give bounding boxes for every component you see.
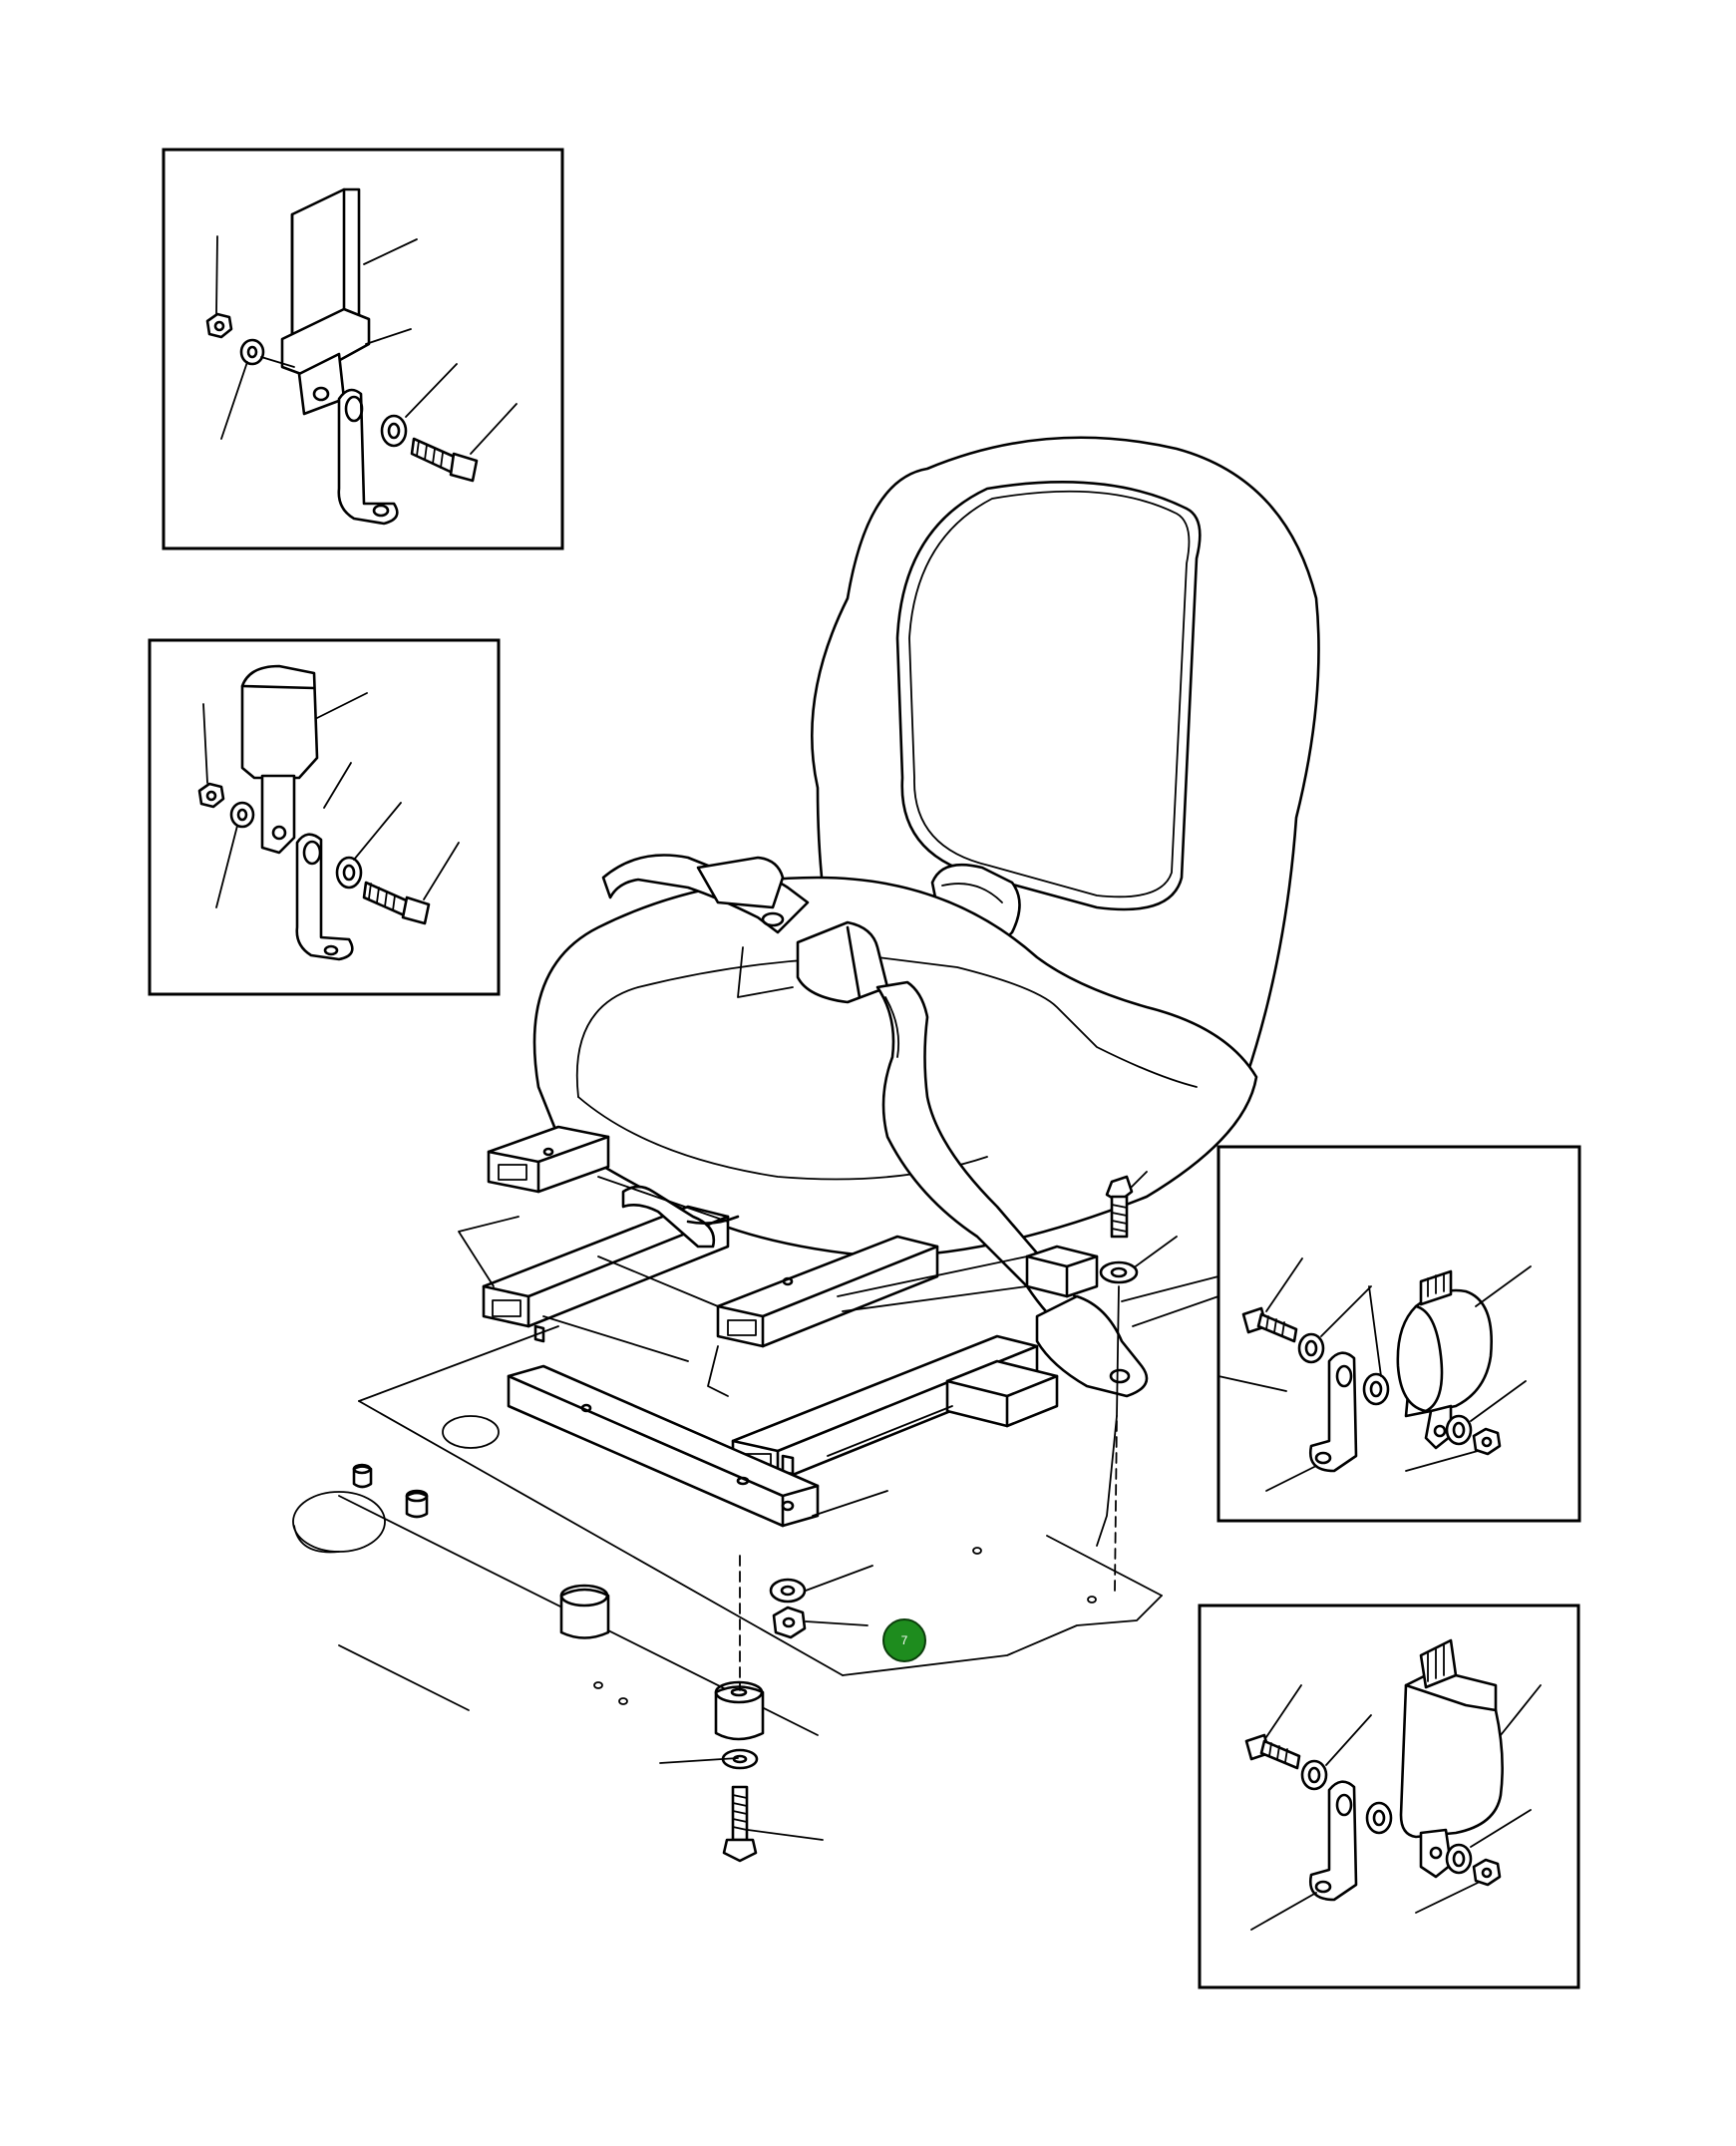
base-plate bbox=[358, 1325, 1163, 1676]
inset-retractor-bottom bbox=[1198, 1604, 1580, 1989]
seat-assembly bbox=[532, 436, 1320, 1398]
inset-belt-tongue-top bbox=[162, 148, 564, 550]
right-mount-bolt bbox=[1099, 1175, 1139, 1417]
inset-buckle-left bbox=[148, 638, 501, 996]
callout-marker-label[interactable]: 7 bbox=[901, 1633, 908, 1647]
callout-marker[interactable]: 7 bbox=[882, 1618, 926, 1662]
floor-mounts bbox=[292, 1171, 1178, 1863]
seat-rails bbox=[458, 1125, 1099, 1528]
callout-marker-circle[interactable] bbox=[882, 1618, 926, 1662]
inset-retractor-right bbox=[1121, 1145, 1581, 1523]
